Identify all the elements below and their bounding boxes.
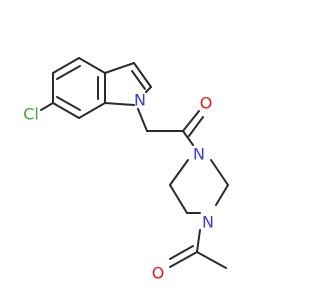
bond bbox=[196, 251, 227, 269]
bond bbox=[52, 102, 80, 119]
bond bbox=[169, 245, 194, 260]
bond bbox=[196, 229, 201, 253]
bond bbox=[133, 62, 152, 88]
bond bbox=[169, 159, 189, 186]
bond bbox=[188, 116, 204, 137]
bond bbox=[169, 251, 198, 268]
bond bbox=[182, 130, 194, 146]
atom-label-n-piperazine-bottom: N bbox=[202, 213, 214, 232]
bond bbox=[56, 96, 81, 111]
bond bbox=[52, 57, 80, 74]
bond bbox=[56, 65, 81, 80]
atom-label-cl: Cl bbox=[23, 105, 39, 124]
atom-label-n-indole: N bbox=[134, 91, 146, 110]
bond bbox=[78, 57, 106, 74]
atom-label-o-acetyl: O bbox=[152, 264, 165, 283]
structure-svg: Cl N O N N O bbox=[23, 57, 229, 283]
bond bbox=[137, 108, 148, 132]
bond bbox=[145, 86, 152, 93]
bond bbox=[215, 184, 229, 206]
bond bbox=[182, 110, 200, 132]
bond bbox=[104, 62, 135, 74]
bond bbox=[169, 184, 188, 214]
molecule-diagram: Cl N O N N O bbox=[23, 57, 229, 283]
bond bbox=[210, 159, 229, 186]
atom-label-n-piperazine-top: N bbox=[193, 145, 205, 164]
bond bbox=[131, 70, 146, 90]
bond bbox=[104, 102, 135, 106]
bond bbox=[78, 102, 106, 119]
bond bbox=[40, 102, 54, 111]
atom-label-o-ketone: O bbox=[200, 94, 213, 113]
